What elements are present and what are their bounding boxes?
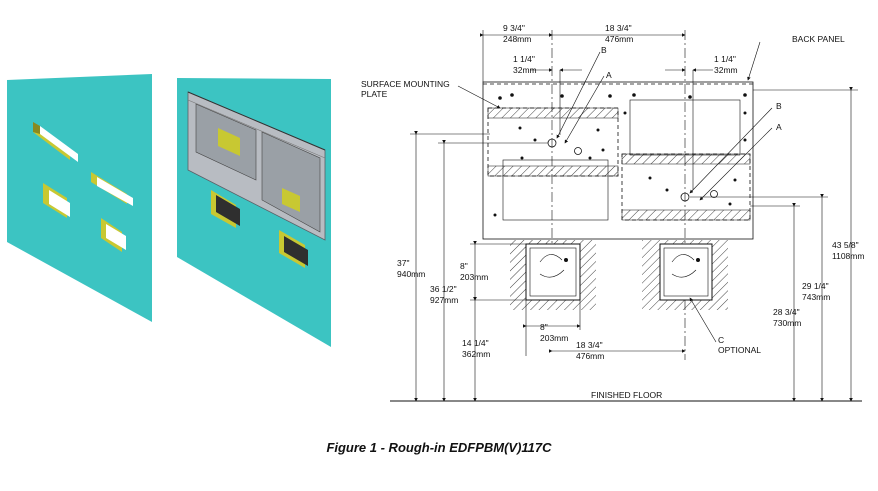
dim-1108mm: 1108mm	[832, 251, 864, 261]
dim-476mm-top: 476mm	[605, 34, 633, 44]
wall-box-left	[510, 240, 596, 310]
label-surface-mounting: SURFACE MOUNTING	[361, 79, 450, 89]
opening-top	[33, 122, 78, 162]
back-panel	[482, 81, 754, 240]
label-a-top: A	[606, 70, 612, 80]
dim-940mm: 940mm	[397, 269, 425, 279]
frame-opening-left	[211, 190, 240, 228]
dim-8-horiz: 8"	[540, 322, 548, 332]
dim-8-vert: 8"	[460, 261, 468, 271]
opening-right-wide	[91, 172, 133, 206]
wall-frames-view	[177, 78, 331, 347]
label-b-right: B	[776, 101, 782, 111]
opening-left-small	[43, 183, 70, 218]
dim-18-34-top: 18 3/4"	[605, 23, 632, 33]
dim-730mm: 730mm	[773, 318, 801, 328]
dim-362mm: 362mm	[462, 349, 490, 359]
label-b-top: B	[601, 45, 607, 55]
dim-743mm: 743mm	[802, 292, 830, 302]
mounting-frame	[187, 91, 326, 241]
dim-1-14-left: 1 1/4"	[513, 54, 535, 64]
label-a-right: A	[776, 122, 782, 132]
dim-29-14: 29 1/4"	[802, 281, 829, 291]
dim-1-14-right: 1 1/4"	[714, 54, 736, 64]
frame-opening-right	[279, 230, 308, 268]
label-c: C	[718, 335, 724, 345]
dim-248mm: 248mm	[503, 34, 531, 44]
elevation-drawing: 9 3/4" 248mm 18 3/4" 476mm 1 1/4" 32mm 1…	[361, 23, 864, 402]
figure-caption: Figure 1 - Rough-in EDFPBM(V)117C	[326, 440, 552, 455]
dim-203mm-horiz: 203mm	[540, 333, 568, 343]
dim-18-34-bottom: 18 3/4"	[576, 340, 603, 350]
dim-927mm: 927mm	[430, 295, 458, 305]
opening-right-small	[101, 218, 126, 252]
dim-32mm-right: 32mm	[714, 65, 738, 75]
dim-203mm-vert: 203mm	[460, 272, 488, 282]
wall-openings-view	[7, 74, 152, 322]
label-optional: OPTIONAL	[718, 345, 761, 355]
label-finished-floor: FINISHED FLOOR	[591, 390, 662, 400]
dim-14-14: 14 1/4"	[462, 338, 489, 348]
dim-36-12: 36 1/2"	[430, 284, 457, 294]
dim-32mm-left: 32mm	[513, 65, 537, 75]
dim-9-34: 9 3/4"	[503, 23, 525, 33]
dim-37: 37"	[397, 258, 409, 268]
label-back-panel: BACK PANEL	[792, 34, 845, 44]
dim-43-58: 43 5/8"	[832, 240, 859, 250]
dim-28-34: 28 3/4"	[773, 307, 800, 317]
wall-box-right	[642, 240, 728, 310]
dim-476mm-bottom: 476mm	[576, 351, 604, 361]
label-plate: PLATE	[361, 89, 388, 99]
